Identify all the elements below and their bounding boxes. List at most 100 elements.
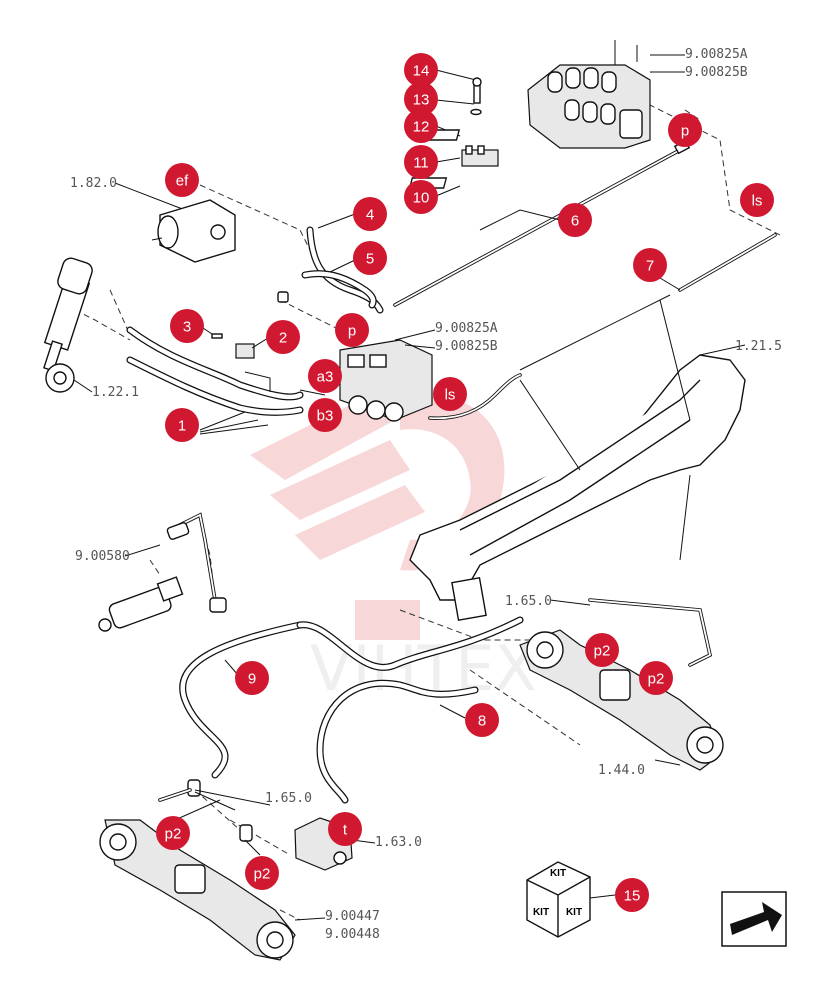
callout-1[interactable]: 1 <box>165 408 199 442</box>
callout-label: 1 <box>178 418 186 435</box>
callout-circle[interactable] <box>165 163 199 197</box>
callout-label: 5 <box>366 251 374 268</box>
ref-rear-fitting: 1.65.0 <box>265 791 312 806</box>
callout-9[interactable]: 9 <box>235 661 269 695</box>
callout-label: ef <box>176 173 189 190</box>
callout-label: 9 <box>248 671 256 688</box>
callout-4[interactable]: 4 <box>353 197 387 231</box>
ref-valve-block-a: 9.00825A <box>435 321 498 336</box>
callout-circle[interactable] <box>235 661 269 695</box>
callout-label: 6 <box>571 213 579 230</box>
callout-circle[interactable] <box>156 816 190 850</box>
callout-11[interactable]: 11 <box>404 145 438 179</box>
callout-8[interactable]: 8 <box>465 703 499 737</box>
callout-7[interactable]: 7 <box>633 248 667 282</box>
callout-label: ls <box>752 193 763 210</box>
callout-ef[interactable]: ef <box>165 163 199 197</box>
brake-pump <box>98 512 227 632</box>
callout-circle[interactable] <box>328 812 362 846</box>
callout-label: 7 <box>646 258 654 275</box>
callout-b3[interactable]: b3 <box>308 398 342 432</box>
callout-label: p <box>348 323 356 340</box>
callout-p[interactable]: p <box>668 113 702 147</box>
callout-12[interactable]: 12 <box>404 109 438 143</box>
callout-circle[interactable] <box>585 633 619 667</box>
callout-circle[interactable] <box>558 203 592 237</box>
callout-5[interactable]: 5 <box>353 241 387 275</box>
callout-circle[interactable] <box>308 398 342 432</box>
hydraulic-cylinder <box>43 257 93 393</box>
next-page-arrow-icon[interactable] <box>721 891 787 947</box>
kit-label-left: KIT <box>533 907 549 918</box>
callout-label: b3 <box>317 408 334 425</box>
callout-label: 13 <box>413 92 430 109</box>
callout-circle[interactable] <box>433 377 467 411</box>
callout-circle[interactable] <box>615 878 649 912</box>
ref-rear-valve: 1.63.0 <box>375 835 422 850</box>
callout-circle[interactable] <box>353 241 387 275</box>
callout-label: 15 <box>624 888 641 905</box>
ref-rear-axle-b: 9.00448 <box>325 927 380 942</box>
ref-front-fitting: 1.65.0 <box>505 594 552 609</box>
callout-15[interactable]: 15 <box>615 878 649 912</box>
clip-parts <box>199 325 269 359</box>
callout-circle[interactable] <box>404 109 438 143</box>
callout-p2[interactable]: p2 <box>639 661 673 695</box>
callout-label: p <box>681 123 689 140</box>
hydraulic-pump <box>114 182 236 263</box>
callout-label: 2 <box>279 330 287 347</box>
callout-p2[interactable]: p2 <box>585 633 619 667</box>
callout-circle[interactable] <box>335 313 369 347</box>
callout-circle[interactable] <box>404 145 438 179</box>
callout-circle[interactable] <box>165 408 199 442</box>
callout-label: 10 <box>413 190 430 207</box>
callout-ls[interactable]: ls <box>433 377 467 411</box>
hoses-1 <box>126 326 304 435</box>
pipe-ls <box>428 373 522 421</box>
callout-circle[interactable] <box>404 82 438 116</box>
callout-circle[interactable] <box>170 309 204 343</box>
kit-box: KIT KIT KIT <box>526 861 616 938</box>
rear-fittings <box>158 779 271 856</box>
ref-cylinder: 1.22.1 <box>92 385 139 400</box>
callout-p[interactable]: p <box>335 313 369 347</box>
callout-circle[interactable] <box>245 856 279 890</box>
ref-rear-axle-a: 9.00447 <box>325 909 380 924</box>
callout-label: p2 <box>165 826 182 843</box>
callout-circle[interactable] <box>266 320 300 354</box>
callout-2[interactable]: 2 <box>266 320 300 354</box>
callout-label: ls <box>445 387 456 404</box>
callout-circle[interactable] <box>465 703 499 737</box>
callout-p2[interactable]: p2 <box>245 856 279 890</box>
callout-circle[interactable] <box>353 197 387 231</box>
front-axle <box>519 598 724 771</box>
callout-circle[interactable] <box>668 113 702 147</box>
callout-label: p2 <box>254 866 271 883</box>
callout-a3[interactable]: a3 <box>308 359 342 393</box>
callout-circle[interactable] <box>404 53 438 87</box>
callout-3[interactable]: 3 <box>170 309 204 343</box>
kit-label-top: KIT <box>550 868 566 879</box>
callout-circle[interactable] <box>633 248 667 282</box>
pipe-7 <box>519 233 777 371</box>
callout-13[interactable]: 13 <box>404 82 438 116</box>
callout-t[interactable]: t <box>328 812 362 846</box>
valve-block <box>299 329 436 422</box>
callout-circle[interactable] <box>639 661 673 695</box>
callout-p2[interactable]: p2 <box>156 816 190 850</box>
callout-6[interactable]: 6 <box>558 203 592 237</box>
callout-circle[interactable] <box>740 183 774 217</box>
reference-labels: 9.00825A 9.00825B 1.82.0 9.00825A 9.0082… <box>70 47 782 942</box>
callout-10[interactable]: 10 <box>404 180 438 214</box>
callout-label: t <box>343 822 348 839</box>
callout-label: 11 <box>413 155 429 172</box>
hoses-4-5 <box>277 213 384 314</box>
callout-14[interactable]: 14 <box>404 53 438 87</box>
callout-circle[interactable] <box>308 359 342 393</box>
control-valve-assembly <box>527 40 685 149</box>
callout-ls[interactable]: ls <box>740 183 774 217</box>
ref-frame: 1.21.5 <box>735 339 782 354</box>
callout-label: p2 <box>594 643 611 660</box>
callout-circle[interactable] <box>404 180 438 214</box>
